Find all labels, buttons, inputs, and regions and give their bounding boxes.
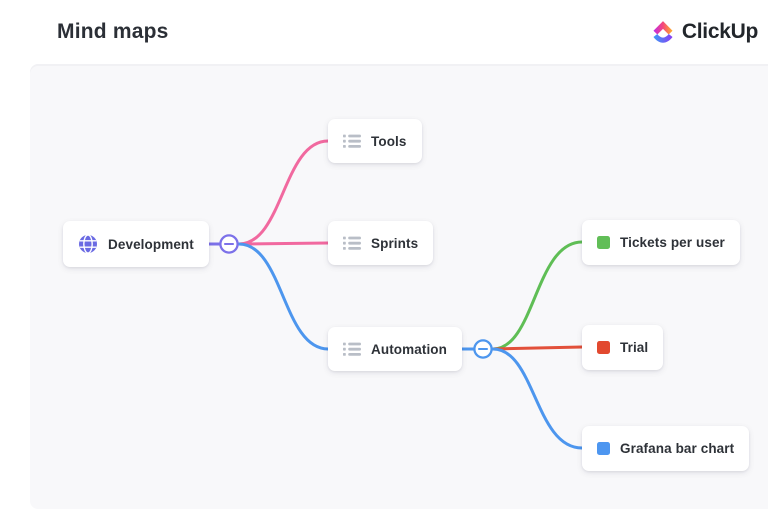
node-tickets-per-user[interactable]: Tickets per user: [582, 220, 740, 265]
connector-lines: [203, 139, 584, 450]
globe-icon: [78, 234, 98, 254]
node-grafana-bar-chart[interactable]: Grafana bar chart: [582, 426, 750, 471]
node-tools[interactable]: Tools: [328, 119, 422, 163]
edge-automation-trial: [491, 345, 584, 351]
node-development[interactable]: Development: [63, 221, 209, 267]
node-label: Tickets per user: [620, 235, 725, 250]
mindmap-canvas[interactable]: Development Tools: [30, 64, 768, 509]
node-label: Grafana bar chart: [620, 441, 735, 456]
edge-development-automation: [237, 242, 330, 351]
node-label: Development: [108, 236, 194, 252]
list-icon: [343, 342, 361, 357]
edge-development-tools: [237, 139, 330, 246]
red-square-icon: [597, 341, 610, 354]
clickup-wordmark: ClickUp: [681, 20, 758, 43]
blue-square-icon: [597, 442, 610, 455]
node-label: Trial: [620, 340, 649, 355]
page-title: Mind maps: [57, 20, 169, 43]
edge-development-sprints: [237, 241, 330, 246]
collapse-button-development[interactable]: [218, 233, 240, 255]
clickup-logo: ClickUp: [650, 19, 758, 45]
green-square-icon: [597, 236, 610, 249]
collapse-button-automation[interactable]: [472, 338, 494, 360]
list-icon: [343, 236, 361, 251]
edge-automation-tickets: [491, 240, 584, 351]
node-sprints[interactable]: Sprints: [328, 221, 434, 265]
node-trial[interactable]: Trial: [582, 325, 664, 370]
node-label: Tools: [371, 133, 407, 149]
list-icon: [343, 134, 361, 149]
edge-automation-grafana: [491, 347, 584, 450]
minus-icon: [473, 339, 493, 359]
node-automation[interactable]: Automation: [328, 327, 462, 371]
node-label: Automation: [371, 341, 447, 357]
page-header: Mind maps ClickUp: [0, 0, 768, 64]
minus-icon: [219, 234, 239, 254]
node-label: Sprints: [371, 235, 419, 251]
clickup-logo-icon: [653, 21, 673, 43]
